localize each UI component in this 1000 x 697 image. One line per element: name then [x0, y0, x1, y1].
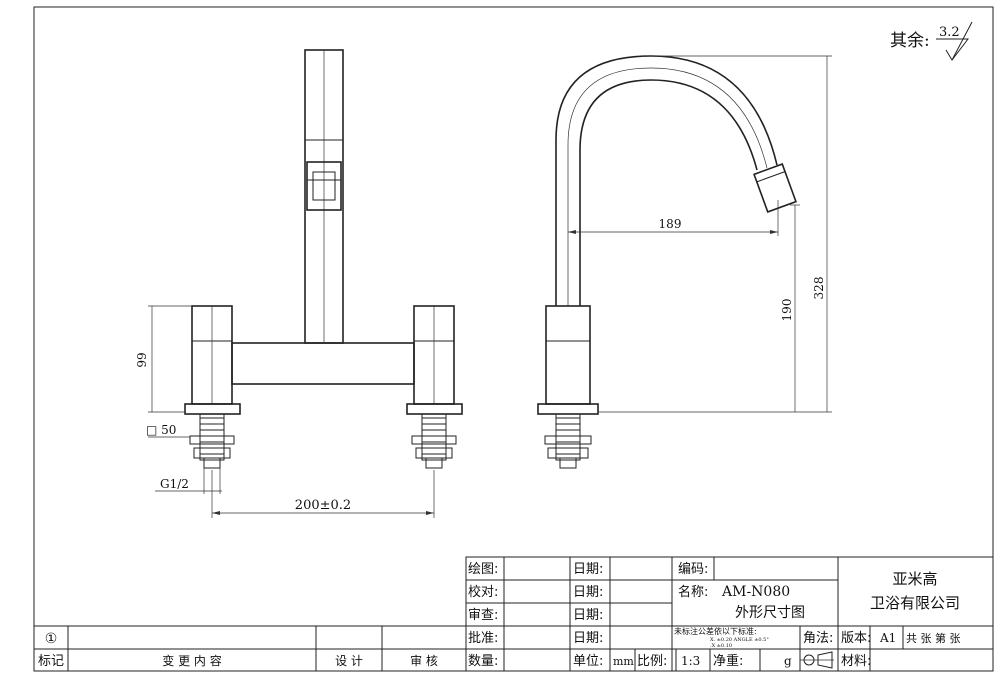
- dim-reach: 189: [659, 217, 682, 231]
- label-quantity: 数量:: [468, 654, 498, 669]
- revision-block: ① 标记 变 更 内 容 设 计 审 核: [34, 625, 466, 671]
- label-draw: 绘图:: [468, 562, 498, 577]
- revision-content: 变 更 内 容: [162, 653, 221, 668]
- label-date-3: 日期:: [573, 608, 603, 623]
- company-line-1: 亚米高: [892, 570, 937, 588]
- model-number: AM-N080: [721, 584, 790, 600]
- label-name: 名称:: [678, 584, 708, 600]
- tolerance-title: 未标注公差依以下标准:: [674, 626, 757, 636]
- right-shank: [421, 413, 447, 461]
- unit-value: mm: [613, 655, 634, 668]
- tolerance-line-2: .X ±0.10: [710, 643, 732, 649]
- label-net-weight: 净重:: [713, 653, 743, 669]
- left-shank: [199, 413, 225, 461]
- drawing-name: 外形尺寸图: [735, 605, 805, 621]
- surface-roughness-note: 其余: 3.2: [890, 21, 973, 61]
- spout-head: [753, 163, 797, 213]
- company-line-2: 卫浴有限公司: [870, 594, 960, 612]
- dim-height-left: 99: [135, 352, 149, 367]
- surface-value: 3.2: [939, 25, 960, 40]
- dim-thread: G1/2: [160, 477, 189, 491]
- dim-spout-height: 190: [780, 299, 794, 322]
- revision-mark: 标记: [38, 654, 64, 669]
- label-version: 版本:: [841, 631, 871, 646]
- gooseneck-inner: [579, 79, 758, 306]
- label-date-2: 日期:: [573, 585, 603, 600]
- sheet-count: 共 张 第 张: [906, 631, 961, 645]
- revision-audit: 审 核: [410, 653, 438, 668]
- dim-total-height: 328: [812, 277, 826, 300]
- tolerance-line-1: X. ±0.20 ANGLE ±0.5°: [710, 637, 769, 643]
- side-valve-body: [545, 305, 591, 405]
- dim-square: □ 50: [146, 423, 176, 437]
- version-value: A1: [879, 631, 896, 645]
- projection-symbol-icon: [800, 651, 834, 669]
- label-date-4: 日期:: [573, 631, 603, 646]
- dim-center-distance: 200±0.2: [295, 498, 351, 513]
- label-scale: 比例:: [637, 654, 667, 669]
- label-approve: 批准:: [468, 631, 498, 646]
- title-block: 绘图: 校对: 审查: 批准: 数量: 日期: 日期: 日期: 日期: 编码: …: [465, 556, 994, 672]
- revision-design: 设 计: [335, 654, 363, 668]
- front-view: 99 □ 50 G1/2 200±0.2: [135, 49, 463, 518]
- label-unit: 单位:: [573, 654, 603, 669]
- label-check: 校对:: [468, 584, 498, 600]
- roughness-symbol-icon: [936, 38, 970, 61]
- revision-mark-symbol: ①: [45, 631, 58, 647]
- sheet-border: [33, 6, 994, 672]
- cross-bar: [231, 342, 415, 385]
- aerator-outlet: [306, 161, 342, 211]
- gooseneck-outer: [555, 55, 778, 306]
- label-material: 材料:: [841, 654, 871, 669]
- label-date-1: 日期:: [573, 562, 603, 577]
- weight-unit: g: [784, 654, 792, 668]
- side-view: 189 190 328: [537, 55, 832, 469]
- label-review: 审查:: [468, 608, 498, 623]
- label-projection: 角法:: [803, 631, 833, 646]
- side-shank: [555, 413, 581, 461]
- surface-label: 其余:: [890, 31, 930, 51]
- scale-value: 1:3: [681, 654, 700, 668]
- label-code: 编码:: [678, 562, 708, 577]
